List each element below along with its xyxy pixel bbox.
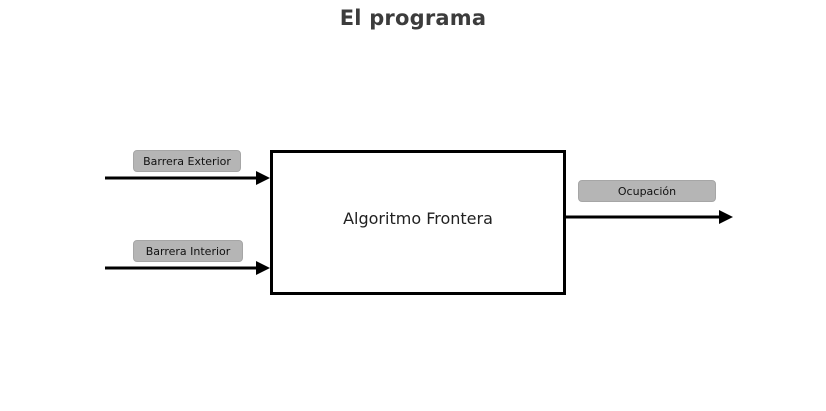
input-arrow-interior [105,261,270,275]
label-barrera-interior-text: Barrera Interior [145,244,231,258]
process-box-algoritmo-frontera: Algoritmo Frontera [270,150,566,295]
label-ocupacion-text: Ocupación [617,184,677,198]
page-title: El programa [339,6,487,30]
label-barrera-interior: Barrera Interior [133,240,243,262]
input-arrow-exterior [105,171,270,185]
process-box-label: Algoritmo Frontera [343,209,493,228]
label-ocupacion: Ocupación [578,180,716,202]
label-barrera-exterior: Barrera Exterior [133,150,241,172]
label-barrera-exterior-text: Barrera Exterior [143,154,231,168]
output-arrow-ocupacion [566,210,733,224]
